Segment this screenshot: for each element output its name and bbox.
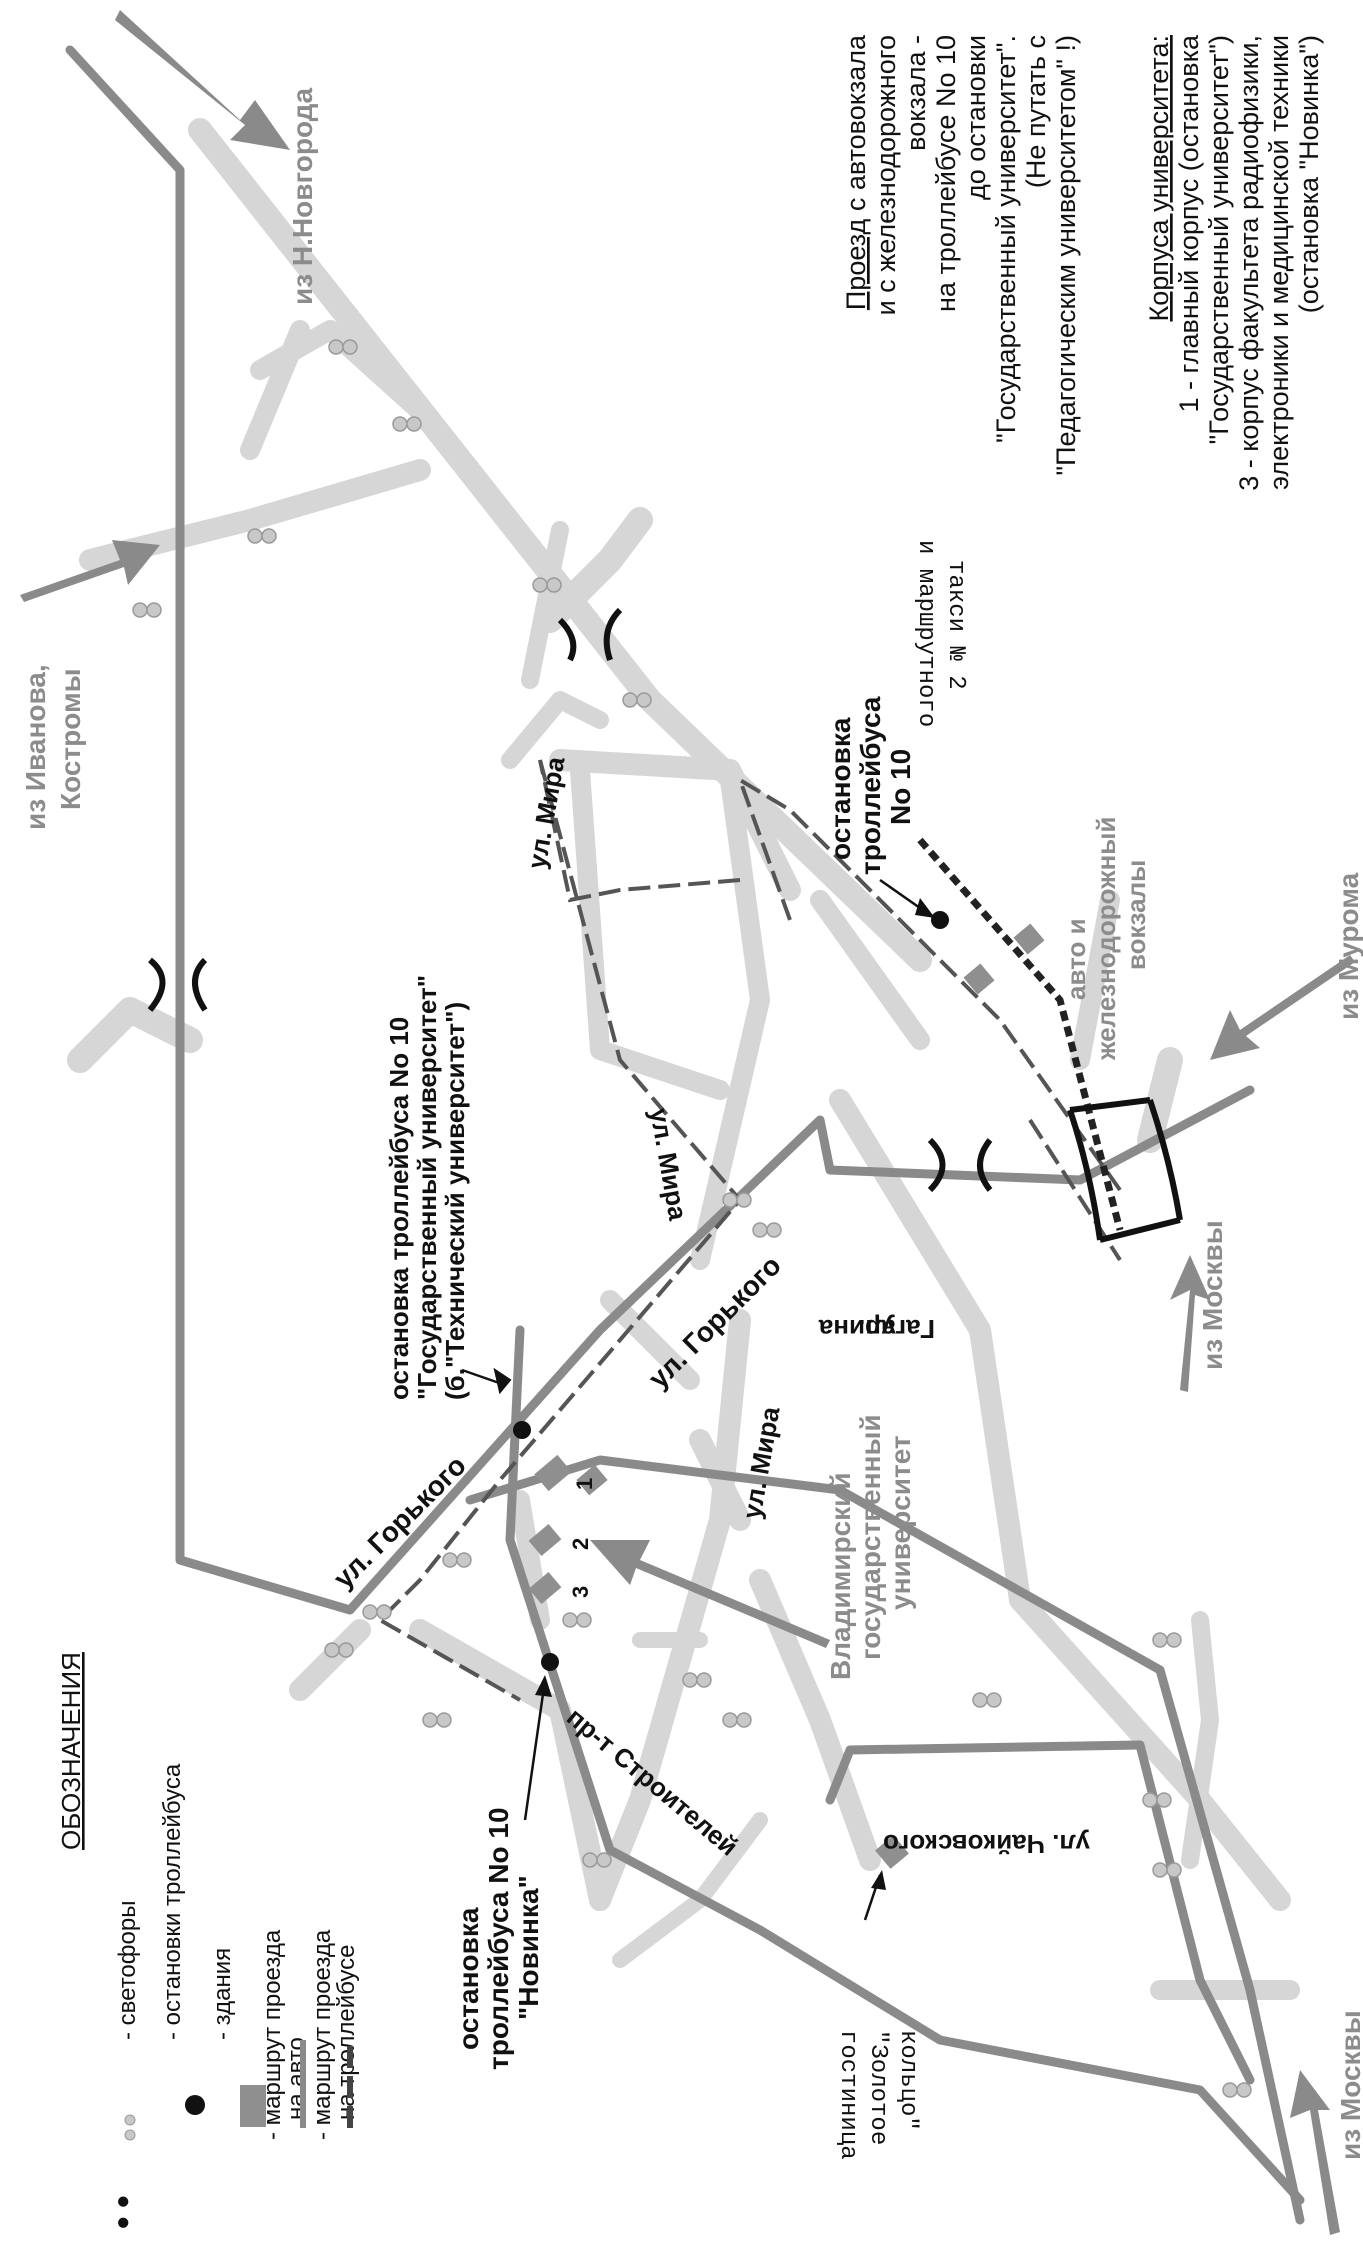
place-labels: авто и железнодорожный вокзалы Владимирс… [568, 817, 1151, 2160]
legend-title: ОБОЗНАЧЕНИЯ [56, 1652, 86, 1850]
label-hotel-line1: гостиница [834, 2030, 861, 2160]
street-mira-middle: ул. Мира [644, 1106, 693, 1223]
station-stop-line3: No 10 [885, 749, 916, 825]
route-info-line-4: до остановки [961, 35, 991, 200]
legend-item-buildings: - здания [209, 1948, 236, 2040]
main-roads [65, 45, 1305, 2225]
novinka-stop-line2: троллейбуса No 10 [483, 1807, 514, 2070]
legend-traffic-lights-symbol: ● ● [109, 2194, 136, 2230]
label-university-line2: государственный [855, 1414, 886, 1660]
street-gagarina-prefix: ул. [858, 1314, 896, 1344]
railway [917, 837, 1124, 1231]
campus-info-line-3: электроники и медицинской техники [1264, 35, 1294, 490]
label-from-nnovgorod: из Н.Новгорода [287, 88, 318, 305]
label-from-ivanovo: из Иванова, [20, 664, 51, 830]
label-stations-line1: авто и [1061, 918, 1091, 1000]
direction-labels: из Н.Новгорода из Иванова, Костромы из М… [20, 88, 1363, 2160]
street-gagarina: Гагарина [818, 1314, 935, 1344]
legend-stop-symbol [185, 2095, 205, 2115]
stop-labels: остановка троллейбуса No 10 и маршрутног… [384, 540, 969, 2070]
label-hotel-line3: кольцо" [894, 2030, 921, 2131]
route-info-line-1: и с железнодорожного [871, 35, 901, 315]
label-stations-line2: железнодорожный [1091, 817, 1121, 1061]
label-university-line3: университет [885, 1435, 916, 1610]
university-stop-line3: (б."Технический университет") [440, 1002, 470, 1400]
legend-light-symbol-b [124, 2114, 136, 2126]
station-stop-line1: остановка [825, 717, 856, 860]
label-university-line1: Владимирский [825, 1472, 856, 1680]
novinka-stop-line1: остановка [453, 1907, 484, 2050]
legend: ОБОЗНАЧЕНИЯ ● ● - светофоры - остановки … [56, 1652, 360, 2230]
route-info: Проезд с автовокзала и с железнодорожног… [841, 34, 1081, 475]
legend-item-bus-route-line2: на троллейбусе [333, 1945, 360, 2121]
route-info-line-6: (Не путать с [1021, 35, 1051, 188]
building-number-1: 1 [572, 1478, 597, 1490]
bus-stops [513, 911, 949, 1671]
university-stop-line1: остановка троллейбуса No 10 [384, 1017, 414, 1400]
legend-light-symbol-a [124, 2129, 136, 2141]
legend-item-bus-stops: - остановки троллейбуса [159, 1763, 186, 2040]
route-info-line-3: на троллейбусе No 10 [931, 35, 961, 312]
label-from-murom: из Мурома [1333, 872, 1363, 1020]
university-stop-line2: "Государственный университет" [412, 975, 442, 1400]
campus-info: Корпуса университета: 1 - главный корпус… [1144, 34, 1324, 491]
building-number-3: 3 [568, 1586, 593, 1598]
legend-item-traffic-lights: - светофоры [114, 1901, 141, 2040]
station-taxi-line2: такси № 2 [942, 560, 969, 690]
novinka-stop-line3: "Новинка" [513, 1875, 544, 2020]
legend-item-bus-route: - маршрут проезда [309, 1929, 336, 2140]
station-stop-line2: троллейбуса [855, 696, 886, 875]
legend-building-symbol [240, 2085, 266, 2127]
campus-info-line-4: (остановка "Новинка") [1294, 35, 1324, 313]
campus-info-title: Корпуса университета: [1144, 35, 1174, 322]
route-info-line-2: вокзала - [901, 35, 931, 151]
route-info-line-0: с автовокзала [841, 34, 871, 219]
street-mira-south: ул. Мира [736, 1404, 785, 1521]
label-from-moscow-east: из Москвы [1197, 1220, 1228, 1370]
campus-info-line-1: "Государственный университет") [1204, 35, 1234, 444]
label-from-moscow-south: из Москвы [1335, 2010, 1363, 2160]
route-info-line-7: "Педагогическим университетом" !) [1051, 35, 1081, 475]
label-hotel-line2: "Золотое [864, 2030, 891, 2145]
bridges [147, 607, 1183, 1243]
street-chaykovskogo: ул. Чайковского [883, 1829, 1090, 1859]
campus-info-line-2: 3 - корпус факультета радиофизики, [1234, 35, 1264, 491]
label-from-kostroma: Костромы [55, 668, 86, 810]
building-number-2: 2 [568, 1538, 593, 1550]
buildings [528, 923, 1045, 1869]
route-info-title: Проезд с автовокзала [841, 34, 871, 310]
legend-car-route-symbol [300, 2040, 306, 2128]
route-info-line-5: "Государственный университет". [991, 35, 1021, 443]
direction-arrows [20, 10, 1355, 2235]
route-info-title-word: Проезд [841, 218, 871, 310]
street-gorkogo-west: ул. Горького [327, 1450, 472, 1595]
station-taxi-line1: и маршрутного [912, 540, 939, 727]
campus-info-line-0: 1 - главный корпус (остановка [1174, 34, 1204, 413]
label-stations-line3: вокзалы [1121, 860, 1151, 970]
traffic-lights [132, 339, 1252, 2098]
